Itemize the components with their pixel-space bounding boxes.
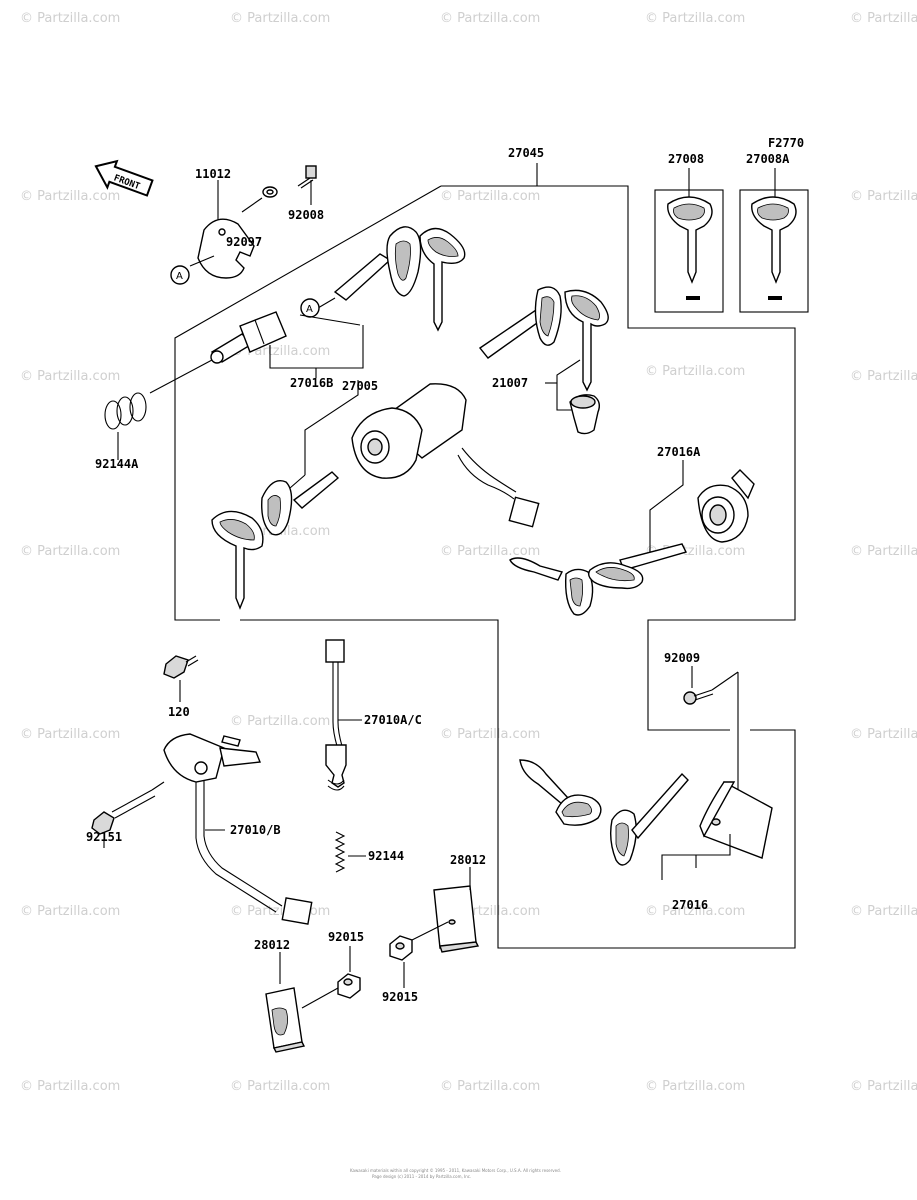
watermark: © Partzilla.com (850, 544, 917, 559)
pad-28012-left (265, 952, 339, 1053)
switch-27010b (163, 733, 313, 925)
watermark: © Partzilla.com (230, 1079, 330, 1094)
keys-ignition-upper: A (300, 226, 466, 332)
watermark: © Partzilla.com (850, 189, 917, 204)
screw-92009 (683, 666, 739, 840)
watermark: © Partzilla.com (20, 189, 120, 204)
label-27045: 27045 (508, 146, 544, 160)
watermark: © Partzilla.com (20, 369, 120, 384)
label-27010ac: 27010A/C (364, 713, 422, 727)
label-92009: 92009 (664, 651, 700, 665)
watermark: © Partzilla.com (440, 544, 540, 559)
label-28012-left: 28012 (254, 938, 290, 952)
label-92151: 92151 (86, 830, 122, 844)
watermark: © Partzilla.com (850, 1079, 917, 1094)
watermark: © Partzilla.com (440, 11, 540, 26)
label-120: 120 (168, 705, 190, 719)
label-27005: 27005 (342, 379, 378, 393)
keys-cap-21007 (478, 286, 609, 435)
watermark: © Partzilla.com (850, 369, 917, 384)
nut-92015-upper (337, 946, 361, 999)
nut-92015-lower (389, 935, 413, 988)
callout-a-label: A (176, 271, 183, 282)
watermark: © Partzilla.com (20, 1079, 120, 1094)
label-92097: 92097 (226, 235, 262, 249)
watermark: © Partzilla.com (230, 904, 330, 919)
label-92015-upper: 92015 (328, 930, 364, 944)
watermark: © Partzilla.com (645, 11, 745, 26)
label-92008: 92008 (288, 208, 324, 222)
watermark: © Partzilla.com (20, 904, 120, 919)
watermark: © Partzilla.com (440, 727, 540, 742)
label-92015-lower: 92015 (382, 990, 418, 1004)
callout-a-label: A (306, 304, 313, 315)
switch-27010ac (325, 639, 362, 791)
label-27008a: 27008A (746, 152, 790, 166)
kit-frame-27045 (174, 163, 796, 949)
bolt-92151 (91, 781, 165, 848)
watermark: © Partzilla.com (230, 11, 330, 26)
watermark: © Partzilla.com (20, 727, 120, 742)
spring-rings-92144a (104, 392, 147, 460)
watermark: © Partzilla.com (645, 364, 745, 379)
watermark: © Partzilla.com (20, 544, 120, 559)
watermark: © Partzilla.com (645, 904, 745, 919)
label-27016b: 27016B (290, 376, 333, 390)
watermark: © Partzilla.com (440, 1079, 540, 1094)
watermark: © Partzilla.com (850, 11, 917, 26)
key-box-27008 (654, 168, 724, 313)
watermark: © Partzilla.com (230, 714, 330, 729)
lock-keys-27016a (509, 460, 755, 616)
bracket-11012: A (170, 180, 255, 285)
spring-92144 (334, 831, 366, 873)
lock-keys-27016 (519, 759, 773, 880)
ignition-switch-27005 (304, 380, 540, 528)
label-11012: 11012 (195, 167, 231, 181)
label-92144a: 92144A (95, 457, 139, 471)
watermark: © Partzilla.com (440, 189, 540, 204)
label-21007: 21007 (492, 376, 528, 390)
watermark: © Partzilla.com (645, 1079, 745, 1094)
key-box-27008a (739, 168, 809, 313)
watermark: © Partzilla.com (20, 11, 120, 26)
screw-92008 (297, 165, 317, 205)
part-labels: F2770 27045 27008 27008A 11012 92008 920… (86, 136, 804, 1004)
figure-code: F2770 (768, 136, 804, 150)
label-27016: 27016 (672, 898, 708, 912)
label-27008: 27008 (668, 152, 704, 166)
lock-cylinder-27016b (149, 311, 364, 394)
label-28012-right: 28012 (450, 853, 486, 867)
pad-28012-right (411, 867, 480, 953)
footer-design: Page design (c) 2011 - 2014 by Partzilla… (372, 1174, 471, 1179)
keys-27005 (211, 471, 340, 610)
label-92144: 92144 (368, 849, 404, 863)
label-27010b: 27010/B (230, 823, 281, 837)
watermark: © Partzilla.com (850, 904, 917, 919)
watermark: © Partzilla.com (850, 727, 917, 742)
bolt-120 (163, 655, 199, 702)
footer-copyright: Kawasaki materials within all copyright … (350, 1168, 561, 1173)
washer-92097 (241, 186, 278, 213)
label-27016a: 27016A (657, 445, 701, 459)
footer: Kawasaki materials within all copyright … (350, 1168, 561, 1179)
